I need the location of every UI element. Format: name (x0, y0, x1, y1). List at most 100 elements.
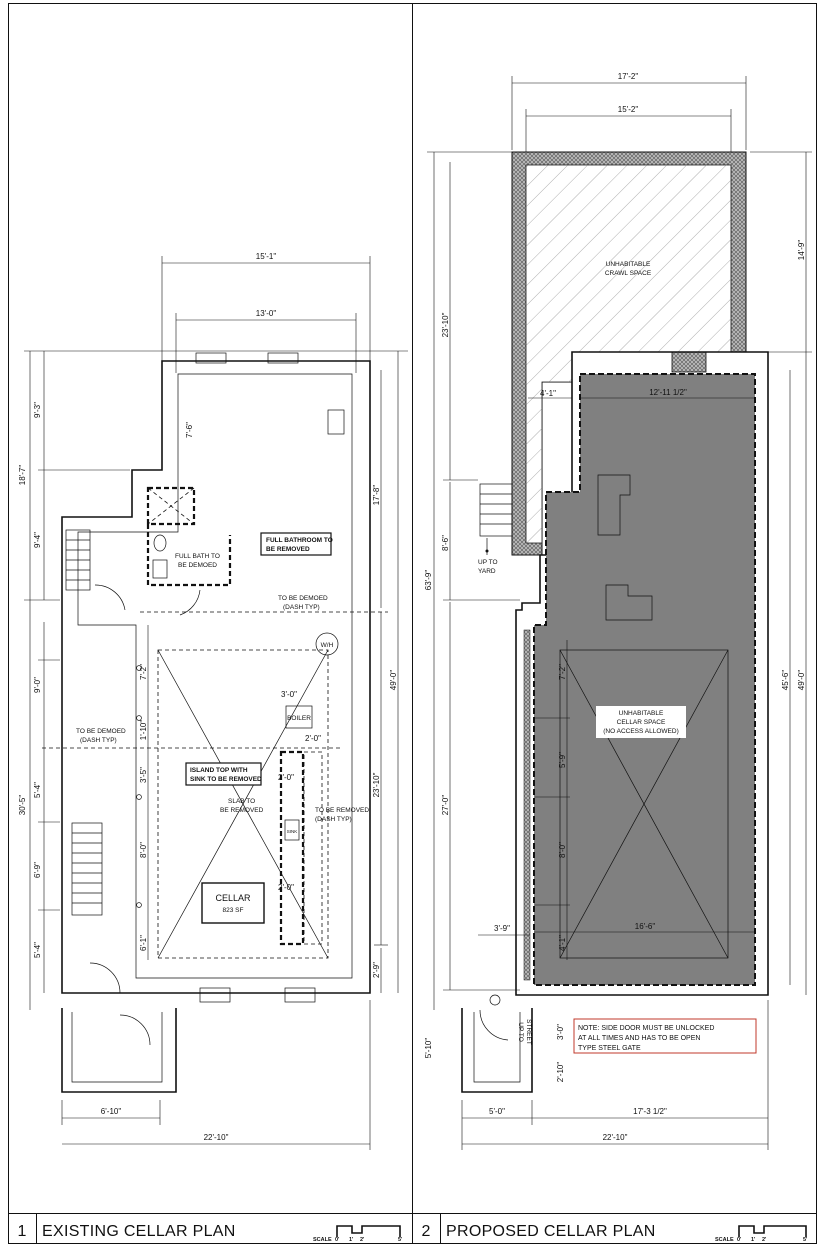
door-swing-icon (479, 1009, 509, 1041)
gate-note-line-3: TYPE STEEL GATE (578, 1045, 641, 1052)
scale-label: SCALE (313, 1237, 332, 1243)
dim-left-9-3: 9'-3" (33, 402, 42, 418)
dim-left-6-9: 6'-9" (33, 862, 42, 878)
island-outline (279, 750, 305, 946)
title-block-1: 1 EXISTING CELLAR PLAN SCALE 0' 1' 2' 5' (18, 1214, 403, 1243)
dim-left-5-4-b: 5'-4" (33, 942, 42, 958)
dim-left-18-7: 18'-7" (18, 465, 27, 486)
dim-stair-3-9: 3'-9" (494, 924, 510, 933)
dim-bottom-5-0: 5'-0" (489, 1107, 505, 1116)
cellar-note-line-1: UNHABITABLE (619, 710, 664, 717)
scale-tick: 0' (737, 1237, 742, 1243)
left-dimensions: 23'-10" 63'-9" 8'-6" 27'-0" 5'-10" (424, 151, 520, 1059)
dim-top-outer: 17'-2" (618, 72, 639, 81)
dim-right-17-8: 17'-8" (372, 485, 381, 506)
right-dimensions: 17'-8" 49'-0" 23'-10" 2'-9" (372, 351, 399, 993)
dim-int-3-5: 3'-5" (139, 767, 148, 783)
drawing-title: PROPOSED CELLAR PLAN (446, 1223, 656, 1240)
scale-bar-icon (738, 1225, 807, 1237)
island-note-box (185, 762, 262, 786)
dim-left-5-4-a: 5'-4" (33, 782, 42, 798)
full-bath-note-line-1: FULL BATHROOM TO (266, 537, 333, 544)
cellar-note-bg (596, 706, 686, 738)
dim-top-outer: 15'-1" (256, 252, 277, 261)
up-to-yard-line-1: UP TO (478, 559, 498, 566)
top-dimensions: 15'-1" 13'-0" (161, 252, 371, 373)
left-dimensions: 9'-3" 18'-7" 9'-4" 9'-0" 30'-5" 5'-4" 6'… (18, 350, 408, 1010)
dim-int-6-1: 6'-1" (139, 935, 148, 951)
demo-note-right-2: (DASH TYP) (283, 604, 320, 611)
dim-left-5-10: 5'-10" (424, 1038, 433, 1059)
sheet-frame (8, 3, 817, 1244)
slab-area (559, 649, 729, 959)
slab-note-line-1: SLAB TO (228, 798, 255, 805)
title-block-2: 2 PROPOSED CELLAR PLAN SCALE 0' 1' 2' 5' (422, 1214, 808, 1243)
door-swing-icon (119, 1014, 151, 1046)
island-note-line-1: ISLAND TOP WITH (190, 767, 248, 774)
toilet-icon (153, 534, 167, 552)
dim-right-14-9: 14'-9" (797, 240, 806, 261)
gate-note-line-1: NOTE: SIDE DOOR MUST BE UNLOCKED (578, 1025, 714, 1032)
gate-note-line-2: AT ALL TIMES AND HAS TO BE OPEN (578, 1035, 700, 1042)
dim-int-4-1: 4'-1" (558, 935, 567, 951)
dim-gate-3-0: 3'-0" (556, 1024, 565, 1040)
up-to-street-line-2: STREET (525, 1019, 532, 1045)
unhabitable-cellar-fill (533, 373, 756, 986)
scale-tick: 5' (398, 1237, 403, 1243)
dim-step-4-1: 4'-1" (540, 389, 556, 398)
dim-top-inner: 15'-2" (618, 105, 639, 114)
water-heater-label: W/H (321, 642, 334, 649)
full-bath-demo-line-1: FULL BATH TO (175, 553, 220, 560)
scale-bar-icon (336, 1225, 401, 1237)
cellar-note-line-2: CELLAR SPACE (617, 719, 666, 726)
island-note-line-2: SINK TO BE REMOVED (190, 776, 262, 783)
scale-tick: 1' (349, 1237, 354, 1243)
scale-tick: 2' (762, 1237, 767, 1243)
dim-right-45-6: 45'-6" (781, 670, 790, 691)
demo-note-left-2: (DASH TYP) (80, 737, 117, 744)
crawl-space-line-2: CRAWL SPACE (605, 270, 652, 277)
up-to-yard-line-2: YARD (478, 568, 496, 575)
scale-label: SCALE (715, 1237, 734, 1243)
boiler-box (285, 705, 313, 729)
dim-right-2-9: 2'-9" (372, 962, 381, 978)
drawing-title: EXISTING CELLAR PLAN (42, 1223, 236, 1240)
scale-tick: 5' (803, 1237, 808, 1243)
dim-int-7-2: 7'-2" (139, 664, 148, 680)
bathroom (94, 409, 345, 616)
column-icon (489, 994, 501, 1006)
dim-boiler-3-0: 3'-0" (281, 690, 297, 699)
walls (61, 352, 371, 1093)
dim-bath-7-6: 7'-6" (185, 422, 194, 438)
dim-right-49-0: 49'-0" (389, 670, 398, 691)
top-dimensions: 17'-2" 15'-2" (511, 72, 747, 165)
bottom-dimensions: 6'-10" 22'-10" (61, 1000, 371, 1150)
demo-note-left-1: TO BE DEMOED (76, 728, 126, 735)
gate-note-box (573, 1018, 757, 1054)
water-heater-icon (315, 632, 339, 656)
dim-bottom-6-10: 6'-10" (101, 1107, 122, 1116)
dim-island-2-0-c: 2'-0" (278, 883, 294, 892)
dim-left-63-9: 63'-9" (424, 570, 433, 591)
dim-left-30-5: 30'-5" (18, 795, 27, 816)
bottom-dimensions: 5'-0" 17'-3 1/2" 22'-10" (461, 1000, 769, 1150)
dim-right-49-0: 49'-0" (797, 670, 806, 691)
sink-icon (152, 559, 168, 579)
dim-left-23-10: 23'-10" (441, 312, 450, 337)
room-area: 823 SF (223, 907, 244, 914)
interior-dimensions: 7'-2" 5'-9" 8'-0" 4'-1" 16'-6" 3'-9" (478, 640, 755, 960)
full-bath-demo-line-2: BE DEMOED (178, 562, 217, 569)
island-sink-label: SINK (287, 829, 298, 834)
room-tag-box (201, 882, 265, 924)
right-dimensions: 14'-9" 45'-6" 49'-0" (750, 151, 812, 995)
dim-island-2-0-b: 2'-0" (278, 773, 294, 782)
dim-int-8-0: 8'-0" (139, 842, 148, 858)
dim-bottom-17-3: 17'-3 1/2" (633, 1107, 667, 1116)
full-bath-note-line-2: BE REMOVED (266, 546, 310, 553)
crawl-space-hatch (526, 165, 731, 543)
room-name: CELLAR (215, 893, 251, 903)
island-sink-icon (284, 819, 300, 841)
island-demo-line-2: (DASH TYP) (315, 816, 352, 823)
dim-island-2-0-a: 2'-0" (305, 734, 321, 743)
